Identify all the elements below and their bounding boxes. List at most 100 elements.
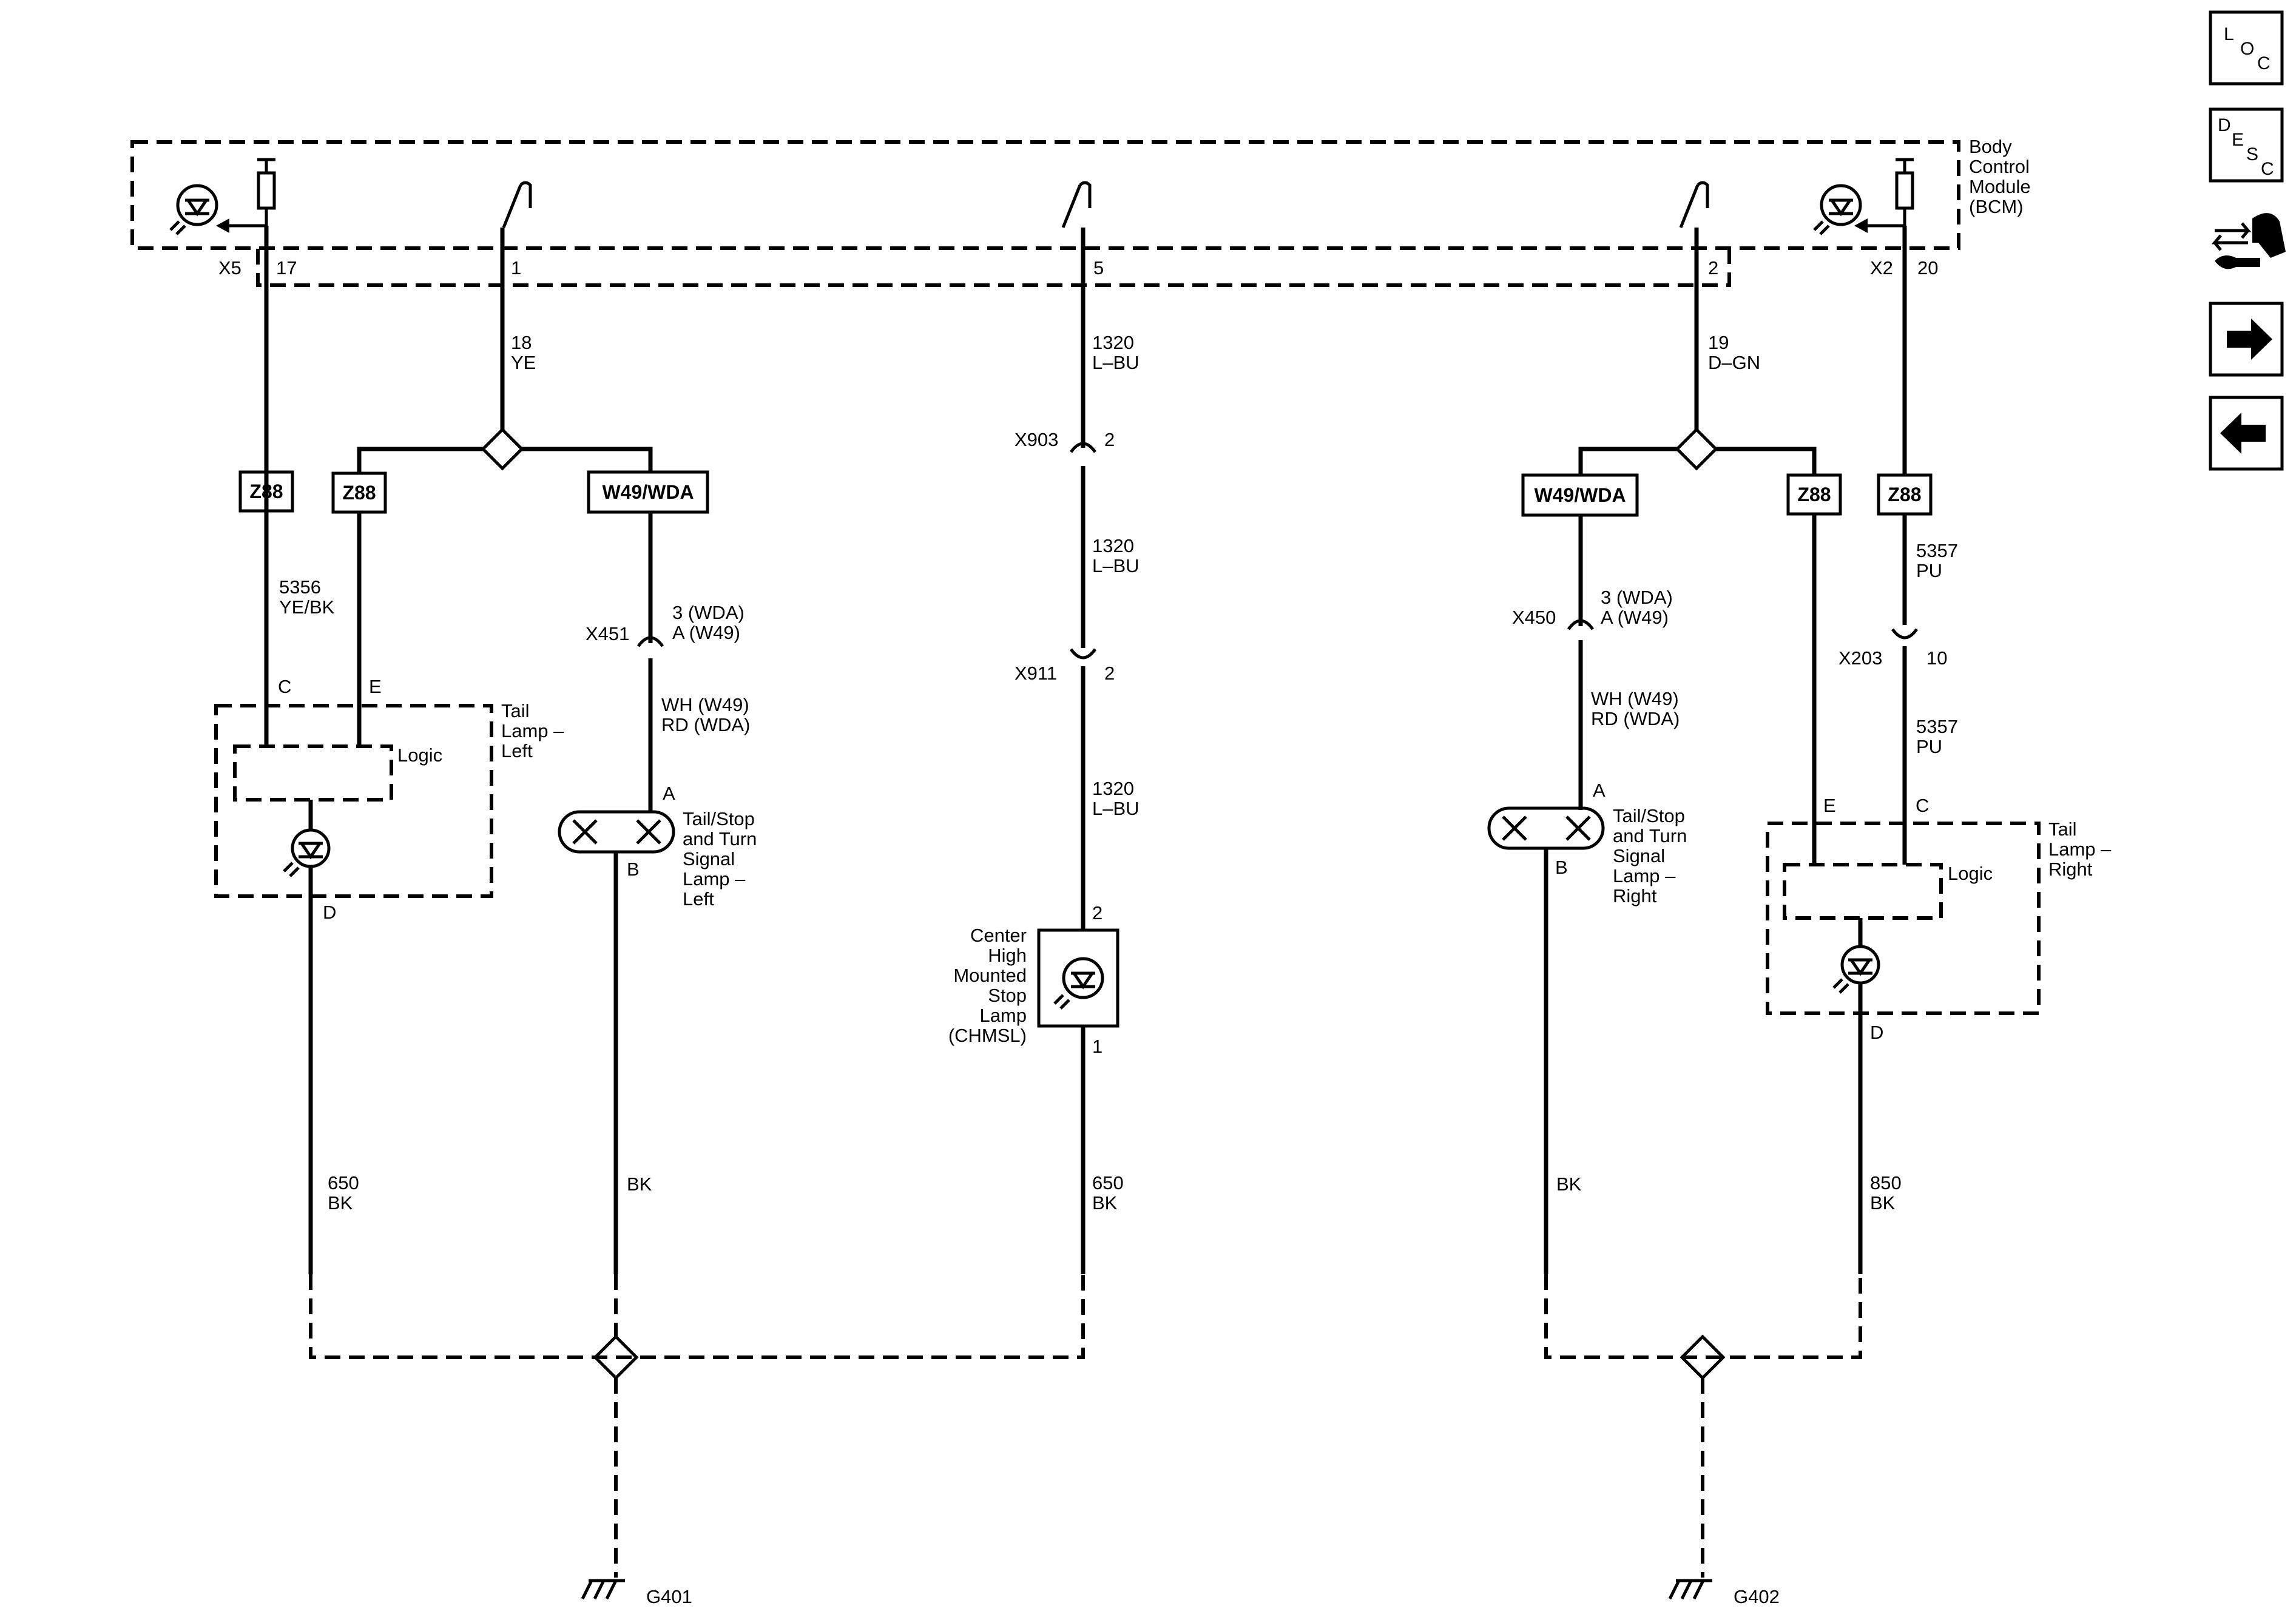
svg-text:W49/WDA: W49/WDA [602, 481, 694, 503]
ground-bus-right: G402 [1544, 1274, 1862, 1607]
bcm-name-line-4: (BCM) [1969, 196, 2024, 217]
nav-loc-letter-c: C [2257, 53, 2271, 73]
bcm-pin-2: 2 [1708, 257, 1718, 279]
wire-left-signal-w49: WH (W49) [661, 694, 749, 715]
bcm-switch-5 [1061, 181, 1092, 228]
ground-g402-icon [1668, 1579, 1712, 1600]
wire-left-signal-wda: RD (WDA) [661, 714, 750, 735]
turn-left-name-4: Lamp – [683, 868, 746, 890]
wire-5357-a-color: PU [1916, 560, 1942, 581]
bcm-led-driver-right [1813, 158, 1914, 235]
tail-left-pin-e: E [369, 676, 382, 697]
bcm-switch-2 [1679, 181, 1709, 228]
bcm-name-line-2: Control [1969, 156, 2030, 177]
nav-desc-letter-c: C [2261, 159, 2274, 179]
wire-19-number: 19 [1708, 332, 1729, 353]
left-side-circuits: 18 YE 5356 YE/BK X451 3 (WDA) A (W49) WH… [214, 226, 757, 1274]
x911-connector-symbol [1069, 648, 1097, 660]
x203-pin: 10 [1926, 647, 1947, 669]
turn-right-name-4: Lamp – [1613, 865, 1676, 886]
wire-650-center-color: BK [1092, 1192, 1118, 1214]
x450-connector-symbol [1567, 619, 1595, 630]
tail-left-logic: Logic [397, 744, 442, 766]
x451-label: X451 [586, 623, 629, 644]
arrow-right-icon [2227, 319, 2272, 360]
wire-1320-b-color: L–BU [1092, 555, 1140, 576]
turn-left-name-2: and Turn [683, 828, 757, 849]
option-box-w49-wda-right: W49/WDA [1521, 473, 1639, 517]
ground-g401-label: G401 [646, 1586, 692, 1607]
x450-label: X450 [1512, 607, 1556, 628]
wire-bk-right: BK [1556, 1173, 1582, 1195]
chmsl-name-5: Lamp [979, 1005, 1027, 1026]
option-box-w49-wda-left: W49/WDA [587, 470, 709, 514]
x903-label: X903 [1015, 429, 1058, 450]
option-box-z88-1: Z88 [238, 470, 294, 513]
wire-1320-c-number: 1320 [1092, 778, 1134, 799]
bcm-connector-x5: X5 [218, 257, 241, 279]
wire-bk-left: BK [627, 1173, 652, 1195]
tail-lamp-left: Logic C E D Tail Lamp – Left [214, 676, 564, 923]
svg-text:Z88: Z88 [1888, 484, 1921, 505]
chmsl-name-4: Stop [988, 985, 1027, 1006]
tail-left-pin-c: C [278, 676, 291, 697]
turn-right-name-3: Signal [1613, 845, 1665, 866]
option-box-z88-2: Z88 [331, 471, 387, 514]
turn-left-name-3: Signal [683, 848, 735, 869]
x451-pin-w49: A (W49) [672, 622, 740, 643]
center-circuit: 1320 L–BU X903 2 1320 L–BU X911 2 1320 L… [948, 228, 1140, 1274]
turn-right-name-2: and Turn [1613, 825, 1687, 846]
wire-right-signal-w49: WH (W49) [1591, 688, 1679, 709]
right-side-circuits: W49/WDA Z88 Z88 19 D–GN 5357 PU X450 3 (… [1487, 226, 2112, 1274]
bcm-led-driver-left [169, 158, 276, 235]
chmsl-name-6: (CHMSL) [948, 1025, 1027, 1046]
nav-desc-letter-e: E [2232, 130, 2244, 150]
tail-right-pin-d: D [1870, 1022, 1883, 1043]
x450-pin-wda: 3 (WDA) [1601, 587, 1673, 608]
wire-5357-b-color: PU [1916, 736, 1942, 757]
tail-right-name-2: Lamp – [2048, 839, 2112, 860]
tail-right-logic: Logic [1948, 863, 1993, 884]
turn-left-name-1: Tail/Stop [683, 808, 755, 829]
tail-right-pin-c: C [1916, 795, 1929, 816]
body-control-module: Body Control Module (BCM) X5 17 1 5 2 X2… [130, 136, 2031, 287]
arrow-left-button[interactable] [2209, 396, 2284, 471]
chmsl-pin-1: 1 [1092, 1036, 1102, 1057]
wire-1320-a-color: L–BU [1092, 352, 1140, 373]
x203-connector-symbol [1891, 628, 1919, 640]
wire-650-left-number: 650 [328, 1172, 359, 1193]
ground-g401-icon [581, 1579, 625, 1600]
wire-5356-number: 5356 [279, 576, 321, 598]
turn-right-pin-a: A [1593, 780, 1606, 801]
nav-desc-letter-d: D [2218, 115, 2231, 135]
bcm-connector-x2: X2 [1870, 257, 1893, 279]
x911-label: X911 [1015, 663, 1057, 684]
wire-650-left-color: BK [328, 1192, 353, 1214]
svg-text:W49/WDA: W49/WDA [1534, 484, 1626, 506]
bcm-switch-1 [502, 181, 532, 228]
ground-bus-left: G401 [309, 1274, 1085, 1607]
wire-5357-a-number: 5357 [1916, 540, 1958, 561]
turn-left-pin-b: B [627, 859, 640, 880]
nav-loc-button[interactable]: L O C [2209, 10, 2284, 86]
bcm-pin-5: 5 [1093, 257, 1104, 279]
turn-lamp-left: A B Tail/Stop and Turn Signal Lamp – Lef… [558, 783, 757, 910]
chmsl-pin-2: 2 [1092, 902, 1102, 923]
bcm-pin-20: 20 [1917, 257, 1938, 279]
bcm-name-line-1: Body [1969, 136, 2012, 157]
bcm-name-line-3: Module [1969, 176, 2031, 197]
tail-lamp-right: Logic E C D Tail Lamp – Right [1766, 795, 2112, 1043]
tail-left-pin-d: D [323, 902, 336, 923]
svg-text:Z88: Z88 [342, 482, 376, 504]
wire-18-number: 18 [511, 332, 532, 353]
bcm-pin-17: 17 [276, 257, 297, 279]
option-box-z88-4: Z88 [1877, 473, 1933, 516]
nav-loc-letter-l: L [2224, 24, 2234, 44]
wire-850-color: BK [1870, 1192, 1896, 1214]
arrow-right-button[interactable] [2209, 302, 2284, 377]
nav-desc-button[interactable]: D E S C [2209, 107, 2284, 183]
nav-loc-letter-o: O [2240, 39, 2254, 59]
connector-repair-icon[interactable] [2211, 213, 2286, 269]
turn-right-pin-b: B [1555, 857, 1568, 878]
